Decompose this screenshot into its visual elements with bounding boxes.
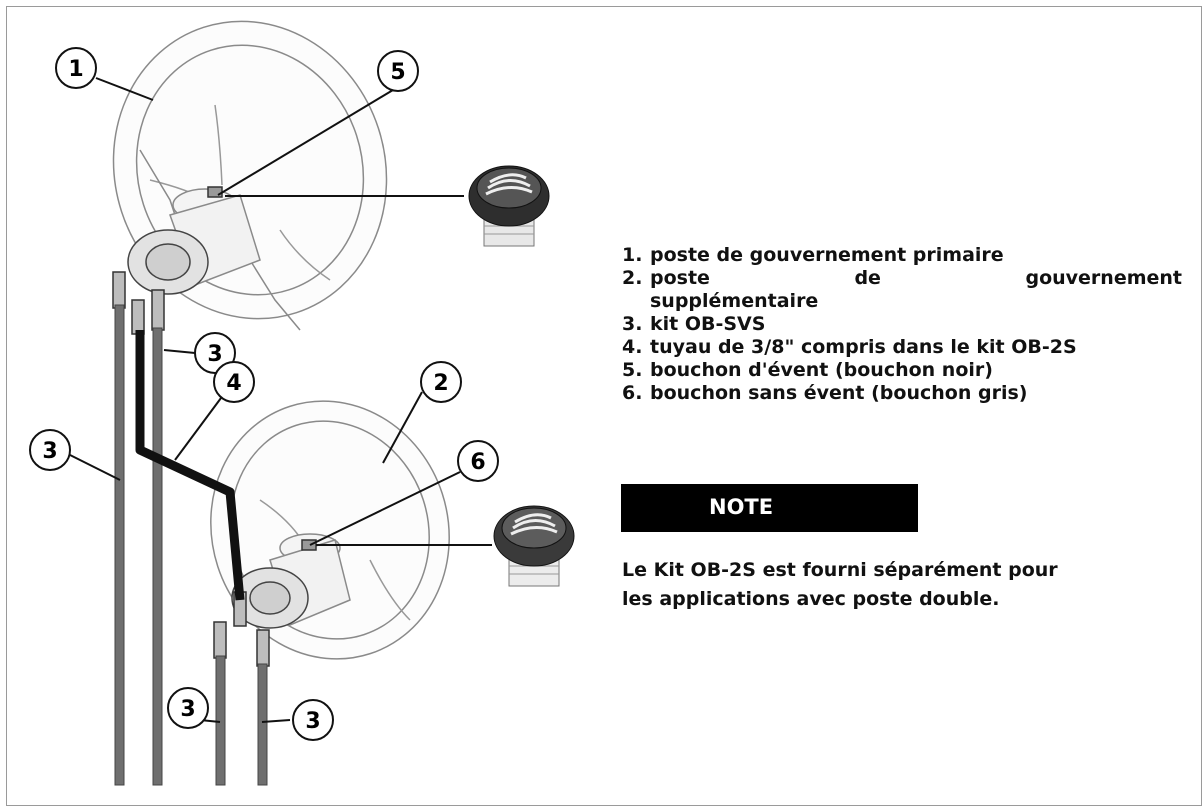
note-text: Le Kit OB-2S est fourni séparément pour … [622,559,1058,610]
legend-item-3: 3. kit OB-SVS [622,313,766,335]
secondary-helm [210,400,450,667]
callout-2: 2 [420,361,462,403]
callout-4: 4 [213,361,255,403]
svg-text:3: 3 [305,709,320,734]
callout-3-left: 3 [29,429,71,471]
legend-text-6: bouchon sans évent (bouchon gris) [650,382,1028,404]
svg-text:1: 1 [68,57,83,82]
legend-item-2: 2. poste de gouvernement supplémentaire [622,267,1182,312]
svg-text:5: 5 [390,60,405,85]
hose-3-8 [135,330,245,601]
callout-3-bottom-left: 3 [167,687,209,729]
legend-text-2-line2: supplémentaire [650,290,819,312]
svg-text:3: 3 [207,342,222,367]
svg-text:4: 4 [226,371,241,396]
callout-3-bottom-right: 3 [292,699,334,741]
svg-text:3: 3 [180,697,195,722]
callout-1: 1 [55,47,97,89]
vent-cap-black [468,165,550,247]
primary-helm [112,20,388,335]
legend-item-5: 5. bouchon d'évent (bouchon noir) [622,359,993,381]
steering-diagram: 1 5 3 2 4 3 6 3 3 [29,20,575,786]
leader-lines [69,77,492,723]
callout-5: 5 [377,50,419,92]
legend-text-5: bouchon d'évent (bouchon noir) [650,359,993,381]
non-vent-cap-grey [493,505,575,587]
legend-item-1: 1. poste de gouvernement primaire [622,244,1004,266]
legend-text-1: poste de gouvernement primaire [650,244,1004,266]
legend-list: 1. poste de gouvernement primaire 2. pos… [622,244,1182,405]
svg-text:3: 3 [42,439,57,464]
legend-text-3: kit OB-SVS [650,313,766,335]
legend-item-6: 6. bouchon sans évent (bouchon gris) [622,382,1028,404]
legend-text-4: tuyau de 3/8" compris dans le kit OB-2S [650,336,1077,358]
hoses-kit-ob-svs [114,304,268,786]
legend-item-4: 4. tuyau de 3/8" compris dans le kit OB-… [622,336,1077,358]
svg-text:2: 2 [433,371,448,396]
legend-text-2-line1: poste de gouvernement [650,267,1182,289]
callout-6: 6 [457,440,499,482]
callout-3-top: 3 [194,332,236,374]
note-label: NOTE [621,484,918,532]
svg-text:6: 6 [470,450,485,475]
